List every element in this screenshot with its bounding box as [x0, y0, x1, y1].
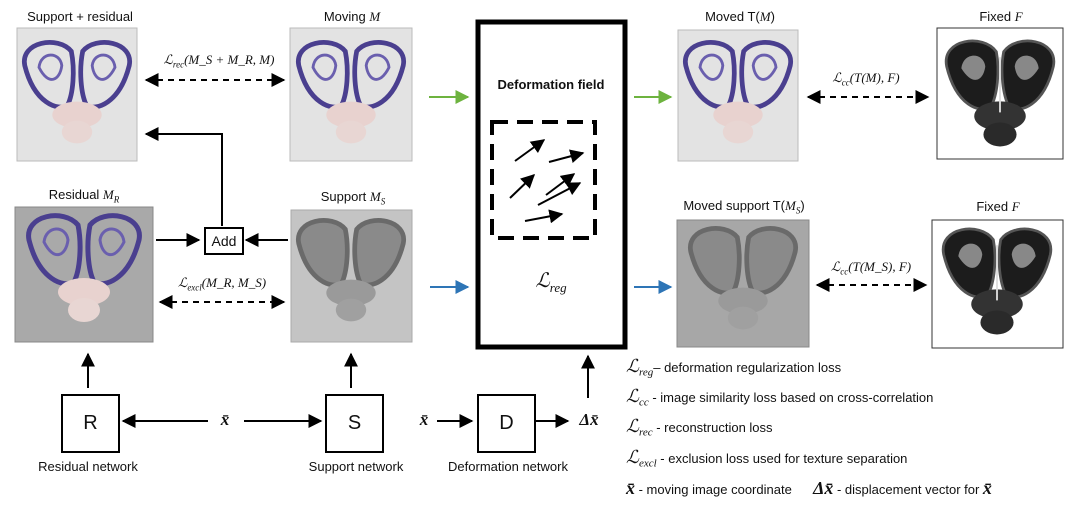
- support-network-node: S: [325, 394, 384, 453]
- fixed-title-top: Fixed F: [979, 9, 1023, 24]
- deformation-network-node: D: [477, 394, 536, 453]
- residual-title: Residual MR: [48, 187, 120, 205]
- coordinate-input-label-d: x̄: [419, 410, 429, 429]
- moving-image: [289, 27, 413, 162]
- residual-network-caption: Residual network: [38, 459, 138, 474]
- fixed-title-bottom: Fixed F: [976, 199, 1020, 214]
- legend-reg: ℒreg– deformation regularization loss: [626, 356, 842, 379]
- residual-image: [14, 206, 154, 343]
- rec-loss-label: ℒrec(M_S + M_R, M): [163, 52, 275, 70]
- add-to-support-residual-arrow: [144, 127, 223, 226]
- deformation-field-title: Deformation field: [497, 77, 605, 92]
- coordinate-input-label: x̄: [220, 410, 230, 429]
- support-residual-title: Support + residual: [27, 9, 133, 24]
- support-network-caption: Support network: [308, 459, 404, 474]
- moved-title: Moved T(M): [705, 9, 775, 24]
- support-residual-image: [16, 27, 138, 162]
- fixed-image-top: [936, 27, 1064, 160]
- support-title: Support MS: [320, 189, 386, 207]
- legend-rec: ℒrec - reconstruction loss: [626, 416, 773, 439]
- deformation-field-box: [475, 19, 628, 350]
- legend-cc: ℒcc - image similarity loss based on cro…: [626, 386, 934, 409]
- legend-coordinates: x̄ - moving image coordinate Δx̄ - displ…: [626, 478, 992, 498]
- cc-loss-label-bottom: ℒcc(T(M_S), F): [830, 259, 912, 277]
- displacement-output-label: Δx̄: [579, 410, 599, 429]
- fixed-image-bottom: [931, 219, 1064, 349]
- deformation-network-caption: Deformation network: [448, 459, 568, 474]
- displacement-arrows: [509, 139, 585, 224]
- support-image: [290, 209, 413, 343]
- residual-network-node: R: [61, 394, 120, 453]
- add-node: Add: [204, 227, 244, 255]
- moved-image: [677, 29, 799, 162]
- legend-excl: ℒexcl - exclusion loss used for texture …: [626, 447, 908, 470]
- moving-title: Moving M: [323, 9, 381, 24]
- moved-support-image: [676, 219, 810, 348]
- moved-support-title: Moved support T(MS): [683, 198, 805, 216]
- excl-loss-label: ℒexcl(M_R, M_S): [177, 275, 267, 293]
- cc-loss-label-top: ℒcc(T(M), F): [832, 70, 900, 88]
- reg-loss-label: ℒreg: [535, 270, 567, 295]
- deformation-field-inner-box: [490, 120, 597, 240]
